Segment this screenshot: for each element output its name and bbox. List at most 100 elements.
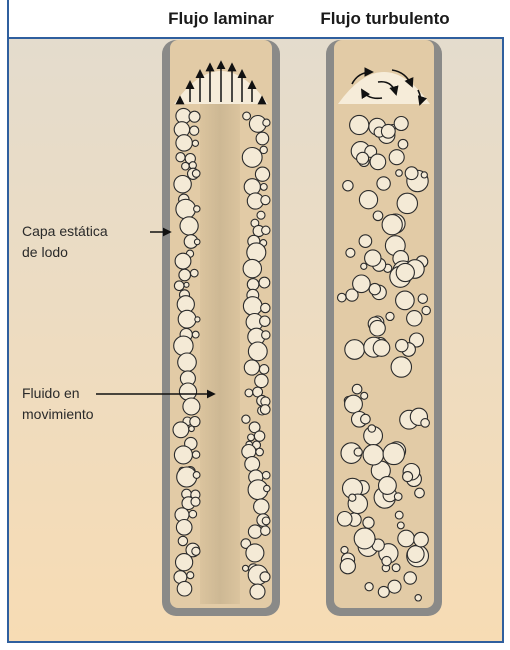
- mud-particle: [247, 279, 259, 291]
- mud-particle: [255, 167, 269, 181]
- mud-particle: [394, 117, 408, 131]
- mud-particle: [353, 275, 371, 293]
- mud-particle: [398, 530, 415, 547]
- mud-particle: [345, 395, 363, 413]
- mud-particle: [178, 310, 196, 328]
- mud-particle: [382, 215, 402, 235]
- mud-particle: [414, 532, 429, 547]
- mud-particle: [386, 312, 394, 320]
- mud-particle: [261, 196, 270, 205]
- mud-particle: [352, 384, 362, 394]
- mud-particle: [421, 419, 430, 428]
- mud-particle: [248, 434, 255, 441]
- mud-particle: [370, 154, 386, 170]
- mud-particle: [260, 184, 267, 191]
- mud-particle: [248, 342, 267, 361]
- mud-particle: [365, 583, 373, 591]
- mud-particle: [363, 517, 374, 528]
- mud-particle: [243, 565, 249, 571]
- mud-particle: [174, 281, 184, 291]
- mud-particle: [262, 517, 270, 525]
- mud-particle: [396, 291, 415, 310]
- mud-particle: [177, 581, 192, 596]
- mud-particle: [176, 153, 185, 162]
- mud-particle: [174, 336, 193, 355]
- mud-particle: [346, 248, 355, 257]
- mud-particle: [421, 172, 427, 178]
- mud-particle: [176, 199, 196, 219]
- mud-particle: [178, 536, 187, 545]
- mud-particle: [244, 360, 259, 375]
- mud-particle: [243, 259, 261, 277]
- mud-particle: [361, 263, 367, 269]
- mud-particle: [190, 126, 199, 135]
- mud-particle: [187, 572, 194, 579]
- mud-particle: [189, 426, 195, 432]
- mud-particle: [407, 311, 422, 326]
- mud-particle: [242, 415, 250, 423]
- mud-particle: [345, 340, 365, 360]
- mud-particle: [361, 414, 371, 424]
- mud-particle: [193, 472, 200, 479]
- mud-particle: [407, 546, 424, 563]
- mud-particle: [354, 448, 362, 456]
- mud-particle: [189, 111, 200, 122]
- label-static-mud-layer-line1: Capa estática: [22, 223, 108, 239]
- mud-particle: [192, 170, 200, 178]
- mud-particle: [256, 448, 264, 456]
- mud-particle: [244, 179, 260, 195]
- mud-particle: [396, 170, 403, 177]
- mud-particle: [194, 239, 200, 245]
- mud-particle: [192, 547, 200, 555]
- mud-particle: [377, 177, 390, 190]
- title-laminar: Flujo laminar: [168, 9, 274, 28]
- mud-particle: [182, 162, 190, 170]
- mud-particle: [247, 243, 266, 262]
- mud-particle: [262, 471, 270, 479]
- mud-particle: [388, 580, 401, 593]
- mud-particle: [337, 512, 352, 527]
- mud-particle: [191, 497, 200, 506]
- mud-particle: [254, 431, 264, 441]
- mud-particle: [194, 206, 200, 212]
- mud-particle: [389, 150, 404, 165]
- mud-particle: [174, 176, 191, 193]
- mud-particle: [262, 226, 270, 234]
- mud-particle: [415, 488, 425, 498]
- mud-particle: [260, 572, 270, 582]
- mud-particle: [354, 528, 375, 549]
- mud-particle: [394, 493, 402, 501]
- mud-particle: [261, 303, 270, 312]
- mud-particle: [378, 586, 389, 597]
- mud-particle: [183, 398, 200, 415]
- mud-particle: [174, 446, 192, 464]
- mud-particle: [338, 293, 347, 302]
- label-moving-fluid-line1: Fluido en: [22, 385, 80, 401]
- mud-particle: [256, 132, 269, 145]
- mud-particle: [405, 167, 418, 180]
- mud-particle: [349, 494, 356, 501]
- laminar-pipe: [162, 40, 280, 616]
- mud-particle: [422, 306, 430, 314]
- mud-particle: [178, 353, 197, 372]
- mud-particle: [248, 525, 261, 538]
- mud-particle: [246, 544, 264, 562]
- mud-particle: [415, 595, 421, 601]
- mud-particle: [263, 119, 270, 126]
- mud-particle: [191, 269, 199, 277]
- mud-particle: [396, 263, 414, 281]
- mud-particle: [192, 451, 199, 458]
- mud-particle: [341, 546, 348, 553]
- mud-particle: [257, 211, 265, 219]
- mud-particle: [190, 417, 200, 427]
- mud-particle: [184, 282, 189, 287]
- mud-particle: [243, 297, 262, 316]
- mud-particle: [403, 472, 413, 482]
- mud-particle: [418, 294, 427, 303]
- mud-particle: [176, 135, 192, 151]
- mud-particle: [189, 510, 197, 518]
- mud-particle: [195, 317, 200, 322]
- mud-particle: [245, 389, 253, 397]
- mud-particle: [179, 269, 191, 281]
